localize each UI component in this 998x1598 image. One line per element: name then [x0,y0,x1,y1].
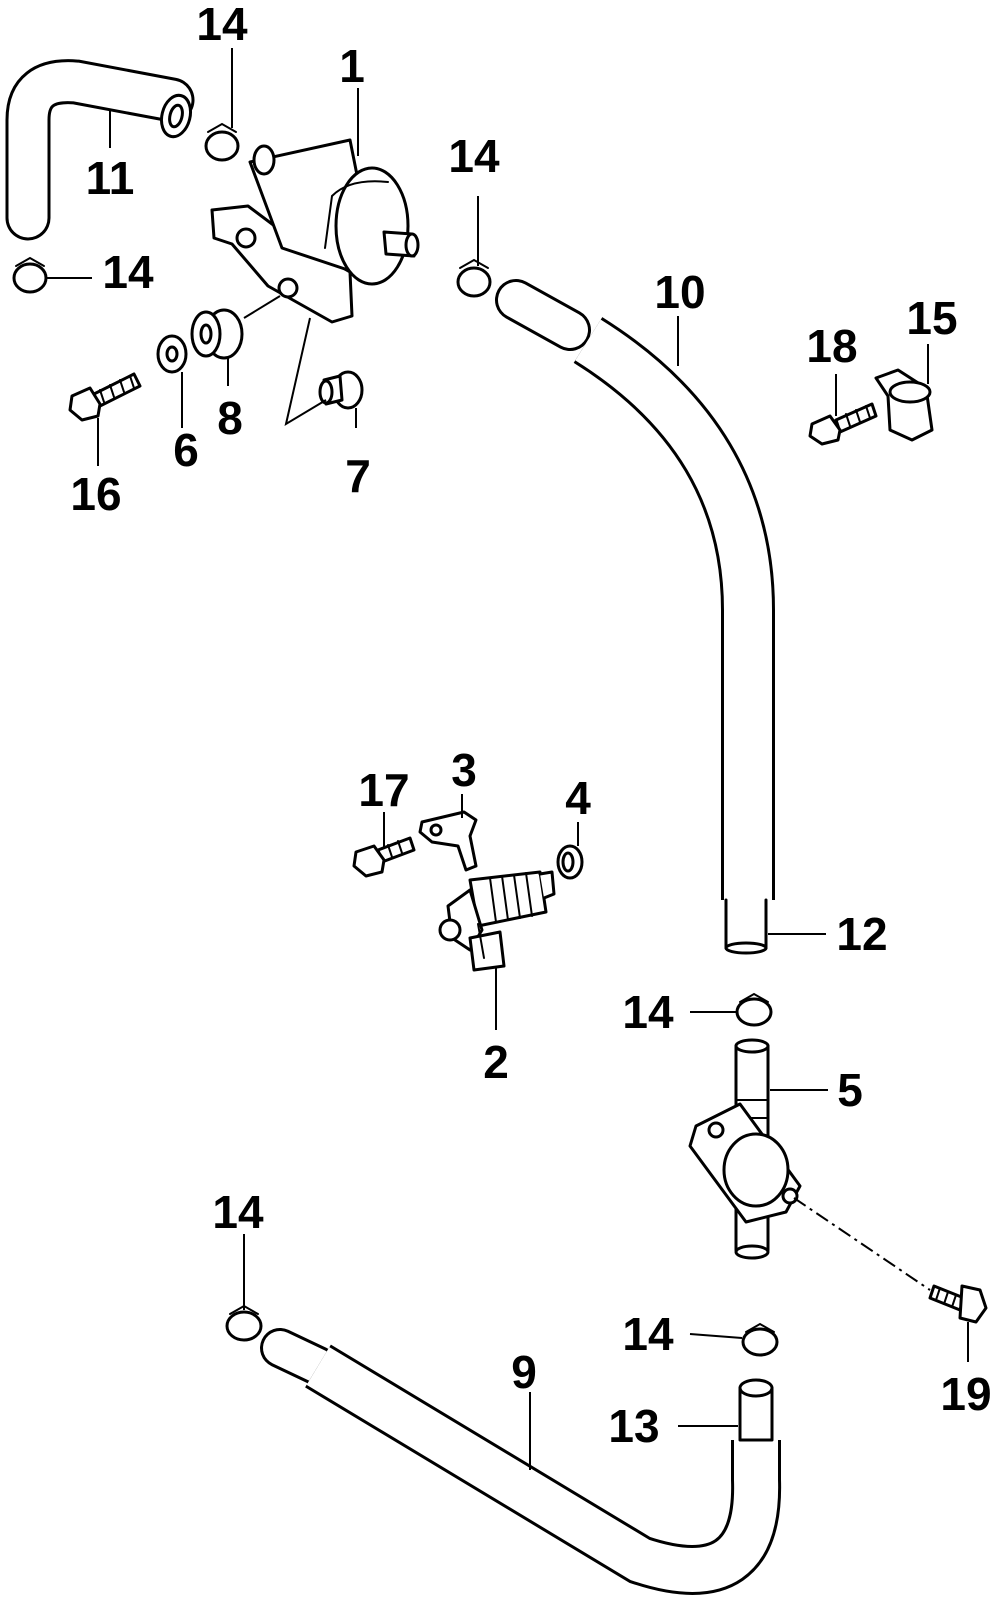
clamp-14-c [456,258,492,298]
callout-13: 13 [608,1400,659,1452]
callout-14-valve-bottom: 14 [622,1308,674,1360]
callout-14-mid: 14 [448,130,500,182]
hose-end-12 [724,898,768,955]
callout-12: 12 [836,908,887,960]
bolt-17 [352,836,416,878]
callout-14-top: 14 [196,0,248,50]
screw-19 [793,1197,988,1324]
callout-5: 5 [837,1064,863,1116]
callout-4: 4 [565,772,591,824]
hose-9 [260,1328,782,1595]
hose-10 [495,279,775,900]
hose-end-13 [738,1378,774,1442]
callout-17: 17 [358,764,409,816]
callout-16: 16 [70,468,121,520]
bolt-18 [808,402,878,446]
callout-7: 7 [345,450,371,502]
collar-7 [284,317,364,427]
callout-9: 9 [511,1346,537,1398]
hose-11 [5,59,195,241]
callout-14-valve-top: 14 [622,986,674,1038]
clamp-14-a [204,122,240,162]
callout-1: 1 [339,40,365,92]
clamp-14-d [735,992,773,1027]
injector-2 [438,870,556,972]
callout-14-lower-left: 14 [212,1186,264,1238]
callout-10: 10 [654,266,705,318]
clamp-14-b [12,256,48,294]
callout-18: 18 [806,320,857,372]
bracket-3 [418,810,478,872]
washer-6 [156,334,188,374]
callout-11: 11 [86,152,135,204]
callout-15: 15 [906,292,957,344]
bolt-16 [68,372,142,422]
grommet-8 [190,295,281,360]
clamp-14-e [741,1322,779,1357]
clamp-15 [874,368,934,442]
fuel-filter-1 [210,138,420,324]
callout-8: 8 [217,392,243,444]
callout-2: 2 [483,1036,509,1088]
clamp-14-f [225,1304,263,1342]
callouts: 14 1 11 14 14 10 15 18 8 6 16 7 3 17 4 1… [70,0,991,1452]
callout-14-left: 14 [102,246,154,298]
leader-lines [46,48,969,1470]
callout-6: 6 [173,424,199,476]
callout-19: 19 [940,1368,991,1420]
o-ring-4 [556,844,584,880]
callout-3: 3 [451,744,477,796]
fuel-valve-5 [688,1038,802,1260]
